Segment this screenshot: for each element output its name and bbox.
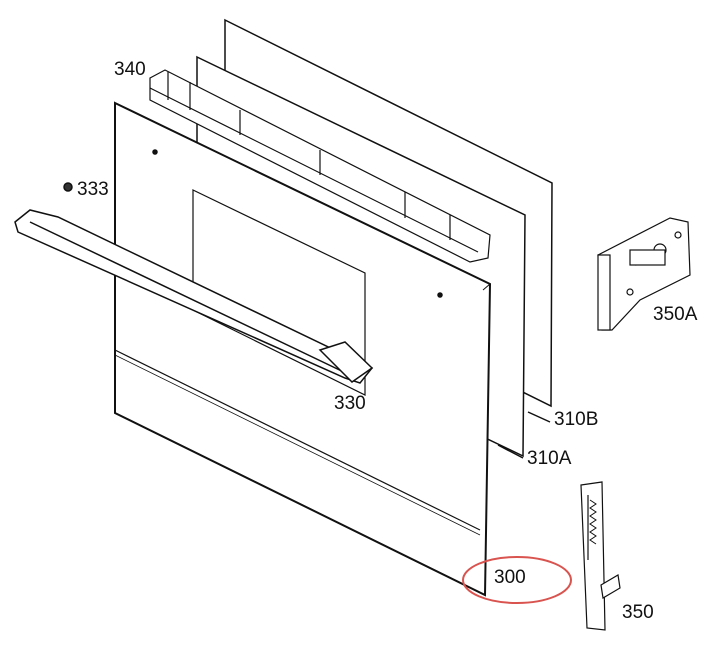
door-bottom-band: [114, 349, 481, 531]
leader-310b: [527, 411, 551, 423]
leader-310a: [497, 444, 524, 459]
handle-330[interactable]: [14, 209, 374, 384]
hinge-350[interactable]: [580, 481, 621, 631]
label-330: 330: [334, 393, 366, 414]
hinge-350a[interactable]: [597, 217, 691, 331]
label-300: 300: [494, 567, 526, 588]
highlight-circle-300: [462, 556, 572, 604]
top-trim-340[interactable]: [149, 69, 491, 263]
label-350a: 350A: [653, 304, 698, 325]
label-310a: 310A: [527, 448, 572, 469]
label-350: 350: [622, 602, 654, 623]
screw-333-icon[interactable]: [63, 182, 73, 192]
label-340: 340: [114, 59, 146, 80]
label-333: 333: [77, 179, 109, 200]
label-310b: 310B: [554, 409, 599, 430]
door-window: [192, 189, 366, 396]
